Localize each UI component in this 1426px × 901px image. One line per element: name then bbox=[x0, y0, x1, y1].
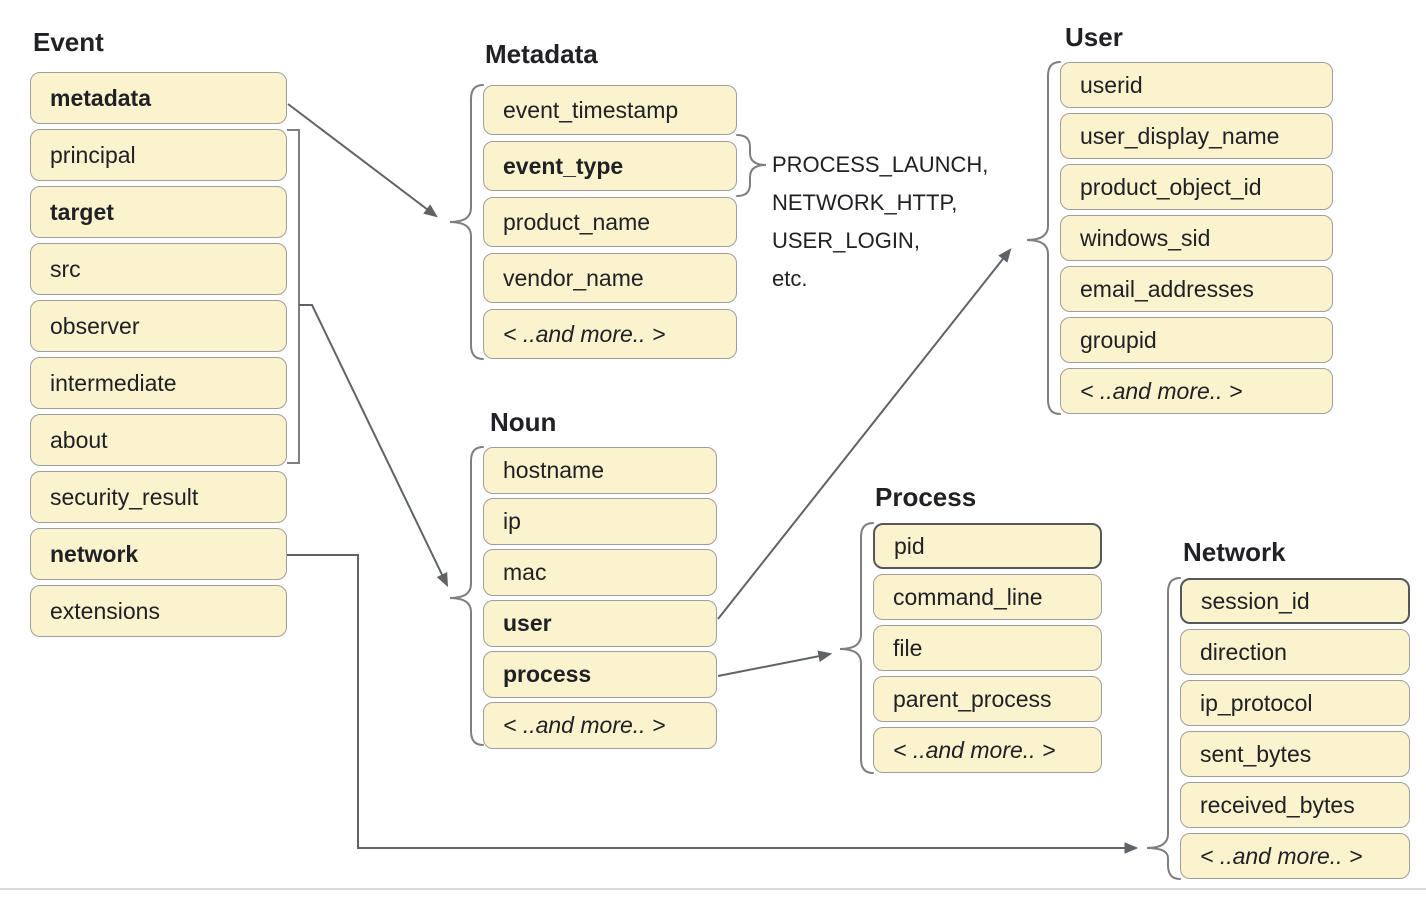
process-field-and-more: < ..and more.. > bbox=[873, 727, 1102, 773]
network-field-ip-protocol: ip_protocol bbox=[1180, 680, 1410, 726]
event-field-network: network bbox=[30, 528, 287, 580]
process-field-parent-process: parent_process bbox=[873, 676, 1102, 722]
event-field-src: src bbox=[30, 243, 287, 295]
user-brace bbox=[1026, 61, 1061, 415]
user-field-groupid: groupid bbox=[1060, 317, 1333, 363]
network-brace bbox=[1146, 577, 1181, 880]
network-group: session_id direction ip_protocol sent_by… bbox=[1180, 578, 1410, 884]
user-title: User bbox=[1065, 22, 1123, 52]
event-type-example-line: NETWORK_HTTP, bbox=[772, 190, 958, 215]
metadata-field-product-name: product_name bbox=[483, 197, 737, 247]
event-field-intermediate: intermediate bbox=[30, 357, 287, 409]
metadata-field-event-type: event_type bbox=[483, 141, 737, 191]
metadata-field-vendor-name: vendor_name bbox=[483, 253, 737, 303]
metadata-field-event-timestamp: event_timestamp bbox=[483, 85, 737, 135]
network-title: Network bbox=[1183, 537, 1286, 567]
arrow-metadata-to-metadata-group bbox=[287, 103, 438, 218]
event-field-about: about bbox=[30, 414, 287, 466]
noun-field-and-more: < ..and more.. > bbox=[483, 702, 717, 749]
user-field-windows-sid: windows_sid bbox=[1060, 215, 1333, 261]
user-field-and-more: < ..and more.. > bbox=[1060, 368, 1333, 414]
noun-field-hostname: hostname bbox=[483, 447, 717, 494]
process-field-command-line: command_line bbox=[873, 574, 1102, 620]
event-nouns-bracket bbox=[287, 129, 300, 464]
arrow-event-nouns-to-noun-group bbox=[299, 304, 449, 588]
event-type-example-line: PROCESS_LAUNCH, bbox=[772, 152, 989, 177]
noun-field-process: process bbox=[483, 651, 717, 698]
noun-title: Noun bbox=[490, 407, 557, 437]
network-field-direction: direction bbox=[1180, 629, 1410, 675]
noun-field-user: user bbox=[483, 600, 717, 647]
process-field-file: file bbox=[873, 625, 1102, 671]
event-type-examples: PROCESS_LAUNCH, NETWORK_HTTP, USER_LOGIN… bbox=[772, 146, 988, 298]
bottom-divider bbox=[0, 888, 1426, 890]
user-field-userid: userid bbox=[1060, 62, 1333, 108]
metadata-group: event_timestamp event_type product_name … bbox=[483, 85, 737, 365]
noun-brace bbox=[449, 446, 484, 746]
noun-field-mac: mac bbox=[483, 549, 717, 596]
event-field-metadata: metadata bbox=[30, 72, 287, 124]
process-field-pid: pid bbox=[873, 523, 1102, 569]
process-title: Process bbox=[875, 482, 977, 512]
user-field-user-display-name: user_display_name bbox=[1060, 113, 1333, 159]
network-field-and-more: < ..and more.. > bbox=[1180, 833, 1410, 879]
arrow-noun-process-to-process-group bbox=[717, 650, 833, 677]
user-group: userid user_display_name product_object_… bbox=[1060, 62, 1333, 419]
event-field-observer: observer bbox=[30, 300, 287, 352]
event-title: Event bbox=[33, 27, 104, 57]
noun-field-ip: ip bbox=[483, 498, 717, 545]
event-type-brace bbox=[736, 134, 767, 197]
noun-group: hostname ip mac user process < ..and mor… bbox=[483, 447, 717, 753]
event-type-example-line: USER_LOGIN, bbox=[772, 228, 920, 253]
metadata-brace bbox=[449, 84, 484, 360]
user-field-email-addresses: email_addresses bbox=[1060, 266, 1333, 312]
process-brace bbox=[839, 522, 874, 774]
event-field-security-result: security_result bbox=[30, 471, 287, 523]
event-field-target: target bbox=[30, 186, 287, 238]
network-field-received-bytes: received_bytes bbox=[1180, 782, 1410, 828]
network-field-session-id: session_id bbox=[1180, 578, 1410, 624]
event-type-example-line: etc. bbox=[772, 266, 808, 291]
process-group: pid command_line file parent_process < .… bbox=[873, 523, 1102, 778]
metadata-field-and-more: < ..and more.. > bbox=[483, 309, 737, 359]
network-field-sent-bytes: sent_bytes bbox=[1180, 731, 1410, 777]
event-field-extensions: extensions bbox=[30, 585, 287, 637]
metadata-title: Metadata bbox=[485, 39, 598, 69]
user-field-product-object-id: product_object_id bbox=[1060, 164, 1333, 210]
event-field-principal: principal bbox=[30, 129, 287, 181]
event-group: metadata principal target src observer i… bbox=[30, 72, 287, 642]
